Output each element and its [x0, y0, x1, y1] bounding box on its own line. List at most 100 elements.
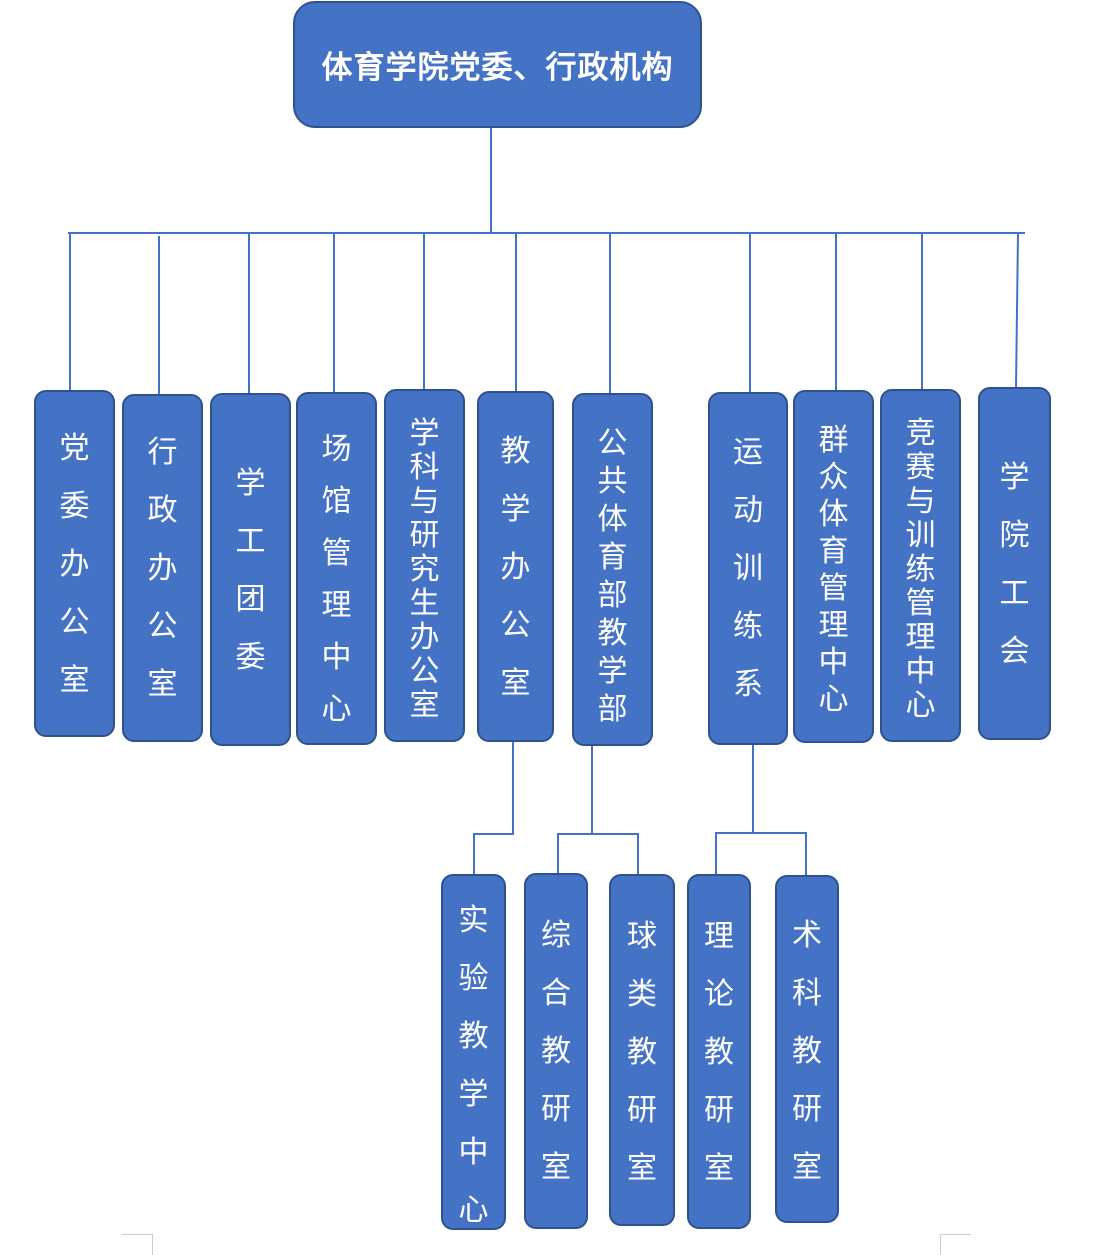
- unit-label-text: 学院工会: [1000, 449, 1030, 681]
- label-char: 学: [458, 1077, 489, 1112]
- label-char: 室: [541, 1150, 571, 1185]
- label-char: 教: [458, 1019, 489, 1054]
- unit-box[interactable]: 学科与研究生办公室: [384, 389, 465, 742]
- label-char: 育: [818, 534, 849, 569]
- subunit-box[interactable]: 球类教研室: [609, 874, 675, 1226]
- label-char: 与: [409, 484, 440, 519]
- label-char: 公: [59, 605, 90, 640]
- label-char: 中: [321, 640, 352, 675]
- unit-label: 公共体育部教学部: [574, 425, 651, 729]
- label-char: 验: [458, 961, 489, 996]
- sub-connector: [557, 833, 639, 875]
- unit-box[interactable]: 教学办公室: [477, 391, 554, 742]
- root-node[interactable]: 体育学院党委、行政机构: [293, 1, 702, 128]
- label-char: 教: [541, 1034, 571, 1069]
- label-char: 办: [147, 551, 178, 586]
- label-char: 会: [999, 634, 1030, 669]
- subunit-label: 术科教研室: [777, 907, 837, 1197]
- label-char: 系: [733, 667, 763, 702]
- label-char: 研: [627, 1093, 657, 1128]
- label-char: 部: [597, 692, 628, 727]
- unit-box[interactable]: 学工团委: [210, 393, 291, 746]
- unit-label-text: 竞赛与训练管理中心: [906, 417, 936, 723]
- label-char: 室: [409, 688, 440, 723]
- subunit-label-text: 综合教研室: [541, 907, 571, 1197]
- subunit-label: 综合教研室: [526, 907, 586, 1197]
- label-char: 训: [905, 518, 936, 553]
- unit-label-text: 场馆管理中心: [322, 424, 352, 736]
- label-char: 室: [704, 1151, 734, 1186]
- unit-label: 学院工会: [980, 449, 1049, 681]
- subunit-box[interactable]: 综合教研室: [524, 873, 588, 1229]
- label-char: 体: [597, 502, 628, 537]
- subunit-label: 球类教研室: [611, 908, 673, 1198]
- unit-box[interactable]: 党委办公室: [34, 390, 115, 737]
- label-char: 办: [409, 620, 440, 655]
- subunit-box[interactable]: 实验教学中心: [441, 874, 506, 1230]
- label-char: 教: [704, 1035, 734, 1070]
- page-corner-mark: [122, 1234, 153, 1255]
- label-char: 教: [500, 434, 531, 469]
- label-char: 学: [235, 466, 266, 501]
- label-char: 竞: [905, 416, 936, 451]
- label-char: 术: [792, 918, 822, 953]
- label-char: 练: [905, 552, 936, 587]
- unit-label: 学科与研究生办公室: [386, 417, 463, 723]
- label-char: 科: [792, 976, 822, 1011]
- label-char: 中: [818, 645, 849, 680]
- label-char: 研: [409, 518, 440, 553]
- unit-label-text: 党委办公室: [60, 420, 90, 710]
- label-char: 群: [818, 423, 849, 458]
- unit-box[interactable]: 运动训练系: [708, 392, 788, 745]
- subunit-label-text: 实验教学中心: [459, 892, 489, 1240]
- label-char: 心: [458, 1193, 489, 1228]
- label-char: 办: [500, 550, 531, 585]
- label-char: 室: [147, 667, 178, 702]
- sub-connector: [715, 832, 807, 876]
- label-char: 委: [59, 489, 90, 524]
- unit-label: 群众体育管理中心: [795, 422, 872, 718]
- label-char: 研: [541, 1092, 571, 1127]
- label-char: 心: [321, 692, 352, 727]
- unit-box[interactable]: 行政办公室: [122, 394, 203, 742]
- label-char: 科: [409, 450, 440, 485]
- label-char: 办: [59, 547, 90, 582]
- unit-label: 竞赛与训练管理中心: [882, 417, 959, 723]
- label-char: 公: [147, 609, 178, 644]
- label-char: 公: [409, 654, 440, 689]
- unit-label-text: 教学办公室: [501, 423, 531, 713]
- label-char: 合: [541, 976, 571, 1011]
- subunit-box[interactable]: 理论教研室: [687, 874, 751, 1229]
- label-char: 学: [597, 654, 628, 689]
- label-char: 管: [321, 536, 352, 571]
- unit-box[interactable]: 场馆管理中心: [296, 392, 377, 745]
- label-char: 管: [818, 571, 849, 606]
- unit-box[interactable]: 学院工会: [978, 387, 1051, 740]
- label-char: 赛: [905, 450, 936, 485]
- unit-box[interactable]: 公共体育部教学部: [572, 393, 653, 746]
- label-char: 教: [627, 1035, 657, 1070]
- label-char: 体: [818, 497, 849, 532]
- unit-label: 学工团委: [212, 455, 289, 687]
- label-char: 室: [627, 1151, 657, 1186]
- label-char: 球: [627, 919, 657, 954]
- label-char: 馆: [321, 484, 352, 519]
- subunit-box[interactable]: 术科教研室: [775, 875, 839, 1223]
- label-char: 研: [792, 1092, 822, 1127]
- label-char: 论: [704, 977, 734, 1012]
- label-char: 工: [235, 524, 266, 559]
- unit-box[interactable]: 群众体育管理中心: [793, 390, 874, 743]
- label-char: 行: [147, 435, 178, 470]
- label-char: 理: [905, 620, 936, 655]
- unit-label-text: 群众体育管理中心: [819, 422, 849, 718]
- unit-label-text: 学科与研究生办公室: [410, 417, 440, 723]
- unit-label: 行政办公室: [124, 424, 201, 714]
- unit-label: 场馆管理中心: [298, 424, 375, 736]
- label-char: 党: [59, 431, 90, 466]
- unit-label: 运动训练系: [710, 424, 786, 714]
- label-char: 心: [905, 688, 936, 723]
- org-title: 体育学院党委、行政机构: [321, 50, 674, 86]
- unit-box[interactable]: 竞赛与训练管理中心: [880, 389, 961, 742]
- subunit-label-text: 术科教研室: [792, 907, 822, 1197]
